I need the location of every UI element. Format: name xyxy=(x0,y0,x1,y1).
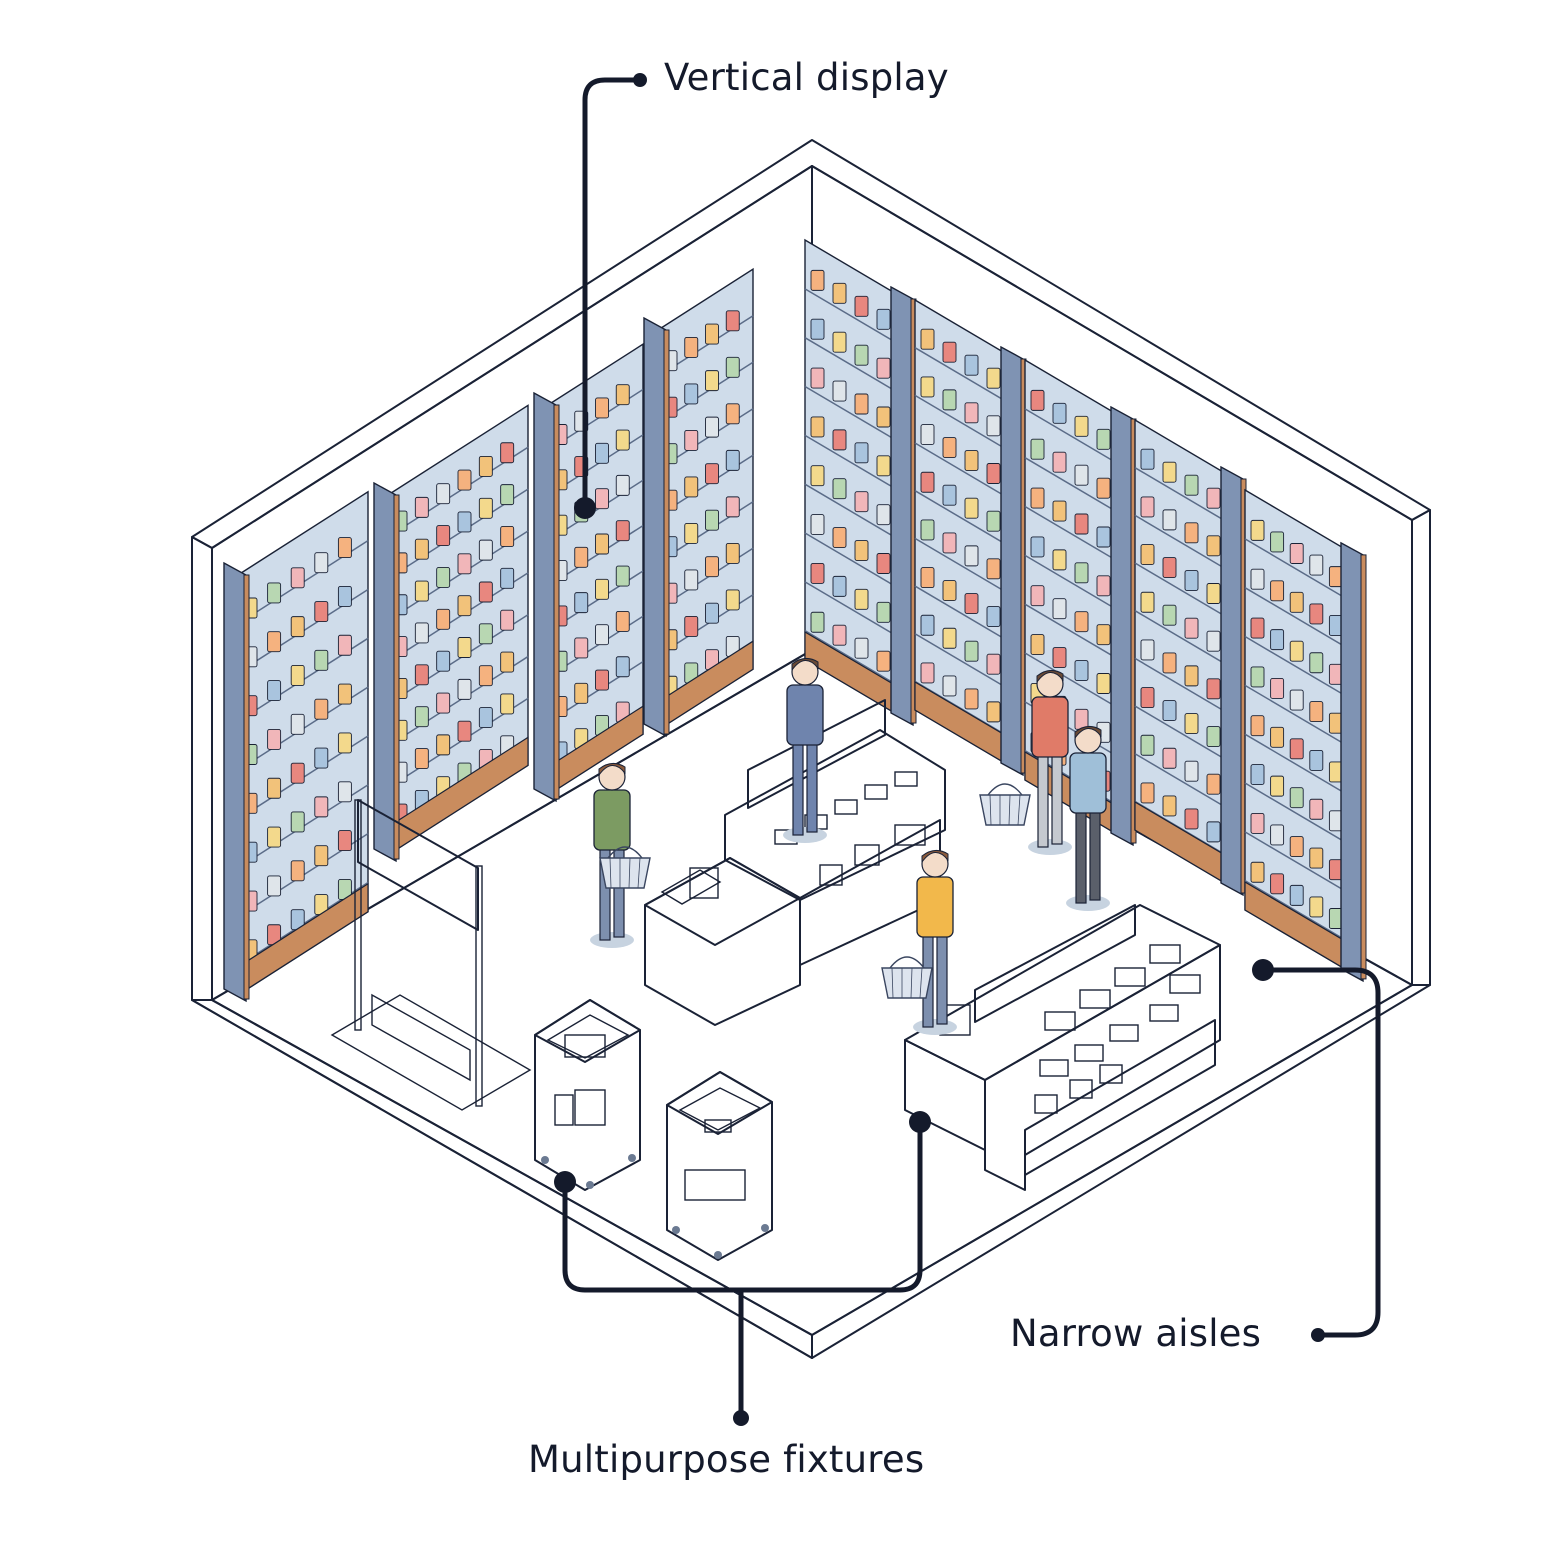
mobile-cart-1 xyxy=(534,999,641,1191)
shelf-unit xyxy=(373,404,529,863)
callout-dot-counter xyxy=(909,1111,931,1133)
callout-line-multipurpose-fixtures xyxy=(562,1119,923,1293)
shopper xyxy=(1028,670,1072,855)
callout-dot-vertical-display-end xyxy=(633,73,647,87)
floor-slab-right-face xyxy=(811,984,1431,1359)
shelf-unit xyxy=(533,342,644,803)
shopper xyxy=(783,658,827,843)
callout-dot-narrow-aisles-end xyxy=(1311,1328,1325,1342)
security-gate xyxy=(330,799,532,1111)
callout-line-narrow-aisles xyxy=(1260,967,1381,1338)
shelf-unit xyxy=(804,238,917,727)
shelf-unit xyxy=(643,267,754,738)
mobile-cart-2 xyxy=(666,1071,773,1261)
callout-label-vertical-display: Vertical display xyxy=(664,56,949,99)
callout-dot-vertical-display xyxy=(574,497,596,519)
shelf-unit xyxy=(223,490,369,1003)
shopping-basket xyxy=(599,846,651,889)
left-wall-shelving xyxy=(223,267,754,1003)
front-display-counter xyxy=(904,904,1221,1191)
callout-dot-cart xyxy=(554,1171,576,1193)
left-wall-edge xyxy=(191,536,213,1001)
shopper xyxy=(590,763,634,948)
callout-dot-narrow-aisles xyxy=(1252,959,1274,981)
shopper xyxy=(913,850,957,1035)
shopping-basket xyxy=(979,783,1031,826)
callout-label-multipurpose-fixtures: Multipurpose fixtures xyxy=(528,1438,925,1481)
callout-lines xyxy=(554,73,1381,1426)
callout-line-vertical-display xyxy=(582,77,643,511)
shelf-unit xyxy=(1244,488,1367,983)
checkout-counter xyxy=(644,699,946,1026)
people xyxy=(590,658,1110,1035)
right-wall-edge xyxy=(1411,509,1431,986)
shopper xyxy=(1066,726,1110,911)
shelf-unit xyxy=(1134,418,1247,897)
shelf-unit xyxy=(914,298,1027,777)
shopping-basket xyxy=(881,956,933,999)
deli-items xyxy=(774,771,926,886)
callout-label-narrow-aisles: Narrow aisles xyxy=(1010,1312,1262,1355)
callout-dot-multipurpose-end xyxy=(733,1410,749,1426)
counter-products xyxy=(1034,944,1201,1114)
